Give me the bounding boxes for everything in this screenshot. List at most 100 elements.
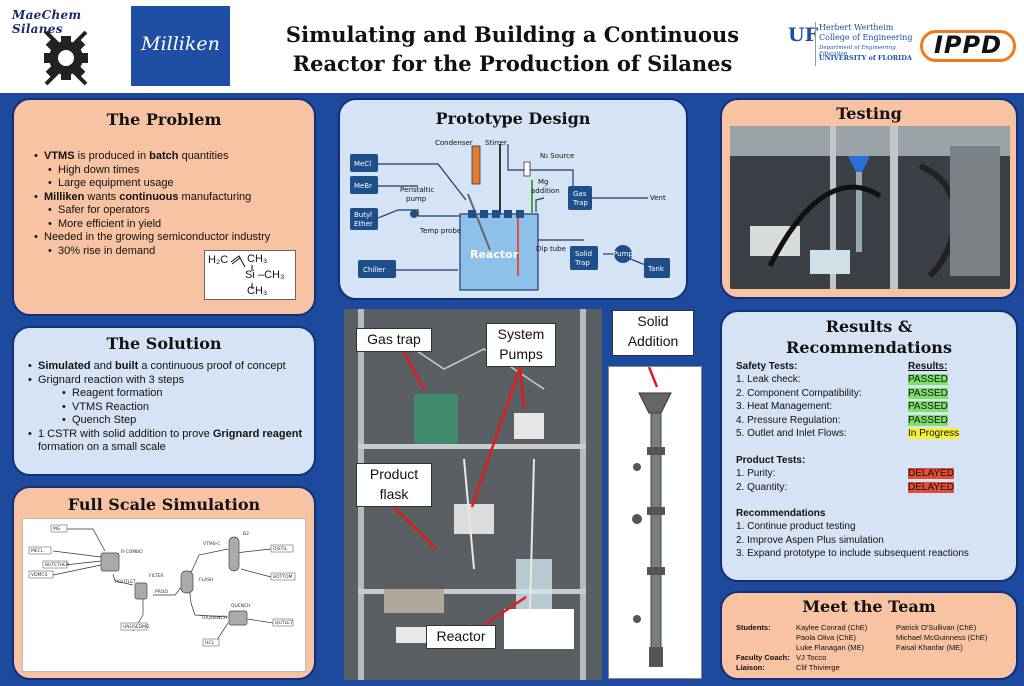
diag-label: Dip tube — [536, 245, 566, 253]
diag-label: Temp probe — [419, 227, 461, 235]
safety-tests-header: Safety Tests: — [736, 361, 798, 372]
flow-label: MECL — [31, 548, 44, 554]
uf-mark: UF — [788, 24, 819, 46]
testing-photo-art — [730, 126, 1010, 289]
status-badge: PASSED — [908, 401, 948, 412]
diag-label: Vent — [650, 194, 666, 202]
condenser-icon — [471, 145, 481, 185]
flow-label: QUTLET — [275, 620, 293, 626]
structure-ch3-top: CH₃ — [247, 253, 268, 265]
flow-label: MG — [53, 526, 61, 532]
results-header: Results: — [908, 361, 948, 372]
diag-label: Reactor — [470, 248, 519, 261]
fullscale-title: Full Scale Simulation — [67, 495, 261, 514]
solution-title: The Solution — [106, 334, 222, 353]
diag-label: Tank — [647, 265, 665, 273]
results-title-line1: Results & — [825, 317, 913, 336]
structure-h2c: H₂C — [208, 254, 229, 266]
testing-title: Testing — [836, 104, 902, 123]
status-badge: PASSED — [908, 415, 948, 426]
team-member: Luke Flanagan (ME) — [796, 643, 864, 652]
diag-label: Stirrer — [485, 139, 507, 147]
problem-item: 30% rise in demand — [48, 245, 312, 259]
safety-test-item: 1. Leak check: — [736, 374, 801, 385]
team-member: Kaylee Conrad (ChE) — [796, 623, 868, 632]
diag-label: Solid — [575, 250, 592, 258]
flow-label: UNUSEDMG — [123, 624, 150, 630]
gear-icon — [44, 30, 88, 86]
uf-line3: Department of Engineering Education — [819, 45, 896, 57]
results-title: Results & Recommendations — [722, 316, 1016, 358]
flow-label: FILTER — [149, 573, 164, 579]
structure-bonds — [230, 255, 253, 289]
vtms-structure: H₂C CH₃ Si –CH₃ CH₃ — [204, 250, 296, 300]
callout-product-line1: Product — [369, 466, 419, 482]
flow-label: PROD — [155, 589, 168, 595]
uf-college: Herbert Wertheim College of Engineering — [819, 23, 912, 43]
flow-label: HCL — [205, 640, 215, 646]
ippd-logo-text: IPPD — [933, 31, 1003, 59]
prototype-panel: Prototype Design — [338, 98, 688, 300]
uf-line4: UNIVERSITY of FLORIDA — [819, 54, 912, 62]
reactor-vessel — [459, 213, 539, 291]
team-panel: Meet the Team Students: Kaylee Conrad (C… — [720, 591, 1018, 680]
milliken-logo: Milliken — [131, 6, 230, 86]
safety-test-item: 5. Outlet and Inlet Flows: — [736, 428, 847, 439]
liaison-label: Liaison: — [736, 663, 765, 672]
solid-addition-render — [608, 366, 702, 679]
coach-name: VJ Tocco — [796, 653, 827, 662]
problem-item: High down times — [48, 164, 312, 178]
diag-label: Mg — [538, 178, 548, 186]
structure-ch3-bottom: CH₃ — [247, 285, 268, 297]
poster-header: MaeChem Silanes Milliken Simulating and … — [0, 0, 1024, 93]
diag-label: Butyl — [354, 211, 372, 219]
callout-system-pumps: System Pumps — [486, 323, 556, 367]
team-member: Paola Oliva (ChE) — [796, 633, 857, 642]
flow-label: BOTTOM — [273, 574, 293, 580]
poster-title: Simulating and Building a Continuous Rea… — [240, 20, 785, 78]
recommendation-item: 1. Continue product testing — [736, 521, 856, 532]
diag-label: Condenser — [435, 139, 473, 147]
solution-item: Reagent formation — [62, 387, 312, 401]
diag-label: MeCl — [354, 160, 371, 168]
diag-label: Gas — [573, 190, 587, 198]
flow-label: VTMS-C — [203, 541, 220, 547]
solution-item: Grignard reaction with 3 steps — [28, 374, 312, 388]
flow-label: BUTETHER — [45, 562, 69, 568]
problem-item: VTMS is produced in batch quantities — [34, 150, 312, 164]
uf-line2: College of Engineering — [819, 33, 913, 42]
recommendation-item: 3. Expand prototype to include subsequen… — [736, 548, 969, 559]
status-badge: PASSED — [908, 374, 948, 385]
flow-label: QUENCH — [231, 603, 251, 609]
students-label: Students: — [736, 623, 771, 632]
flow-label: FLASH — [199, 577, 214, 583]
diag-label: Peristaltic — [400, 186, 434, 194]
maechem-logo-text: MaeChem Silanes — [12, 8, 82, 36]
ippd-logo: IPPD — [920, 28, 1016, 66]
results-title-line2: Recommendations — [786, 338, 952, 357]
solution-item: 1 CSTR with solid addition to prove Grig… — [28, 428, 312, 455]
fullscale-panel: Full Scale Simulation — [12, 486, 316, 680]
safety-test-item: 2. Component Compatibility: — [736, 388, 862, 399]
problem-title: The Problem — [106, 110, 222, 129]
results-panel: Results & Recommendations Safety Tests: … — [720, 310, 1018, 582]
flow-label: DISTIL — [273, 546, 288, 552]
diag-label: MeBr — [354, 182, 372, 190]
callout-pumps-line1: System — [497, 326, 545, 342]
solution-item: Simulated and built a continuous proof o… — [28, 360, 312, 374]
callout-product-line2: flask — [379, 486, 409, 502]
solution-panel: The Solution Simulated and built a conti… — [12, 326, 316, 476]
callout-solid-addition: Solid Addition — [612, 310, 694, 356]
diag-label: Trap — [574, 259, 590, 267]
prototype-diagram: MeCl MeBr Butyl Ether Chiller Condenser … — [350, 139, 670, 291]
testing-panel: Testing — [720, 98, 1018, 299]
solid-addition-art — [632, 366, 672, 667]
aspen-flowsheet: MG MECL BUTETHER VDMCS R-COMBO FILTER RO… — [22, 518, 306, 672]
problem-item: More efficient in yield — [48, 218, 312, 232]
uf-divider — [815, 22, 816, 66]
safety-test-item: 4. Pressure Regulation: — [736, 415, 841, 426]
callout-arrows — [393, 351, 527, 627]
diag-label: Ether — [354, 220, 373, 228]
coach-label: Faculty Coach: — [736, 653, 790, 662]
status-badge: In Progress — [908, 428, 960, 439]
